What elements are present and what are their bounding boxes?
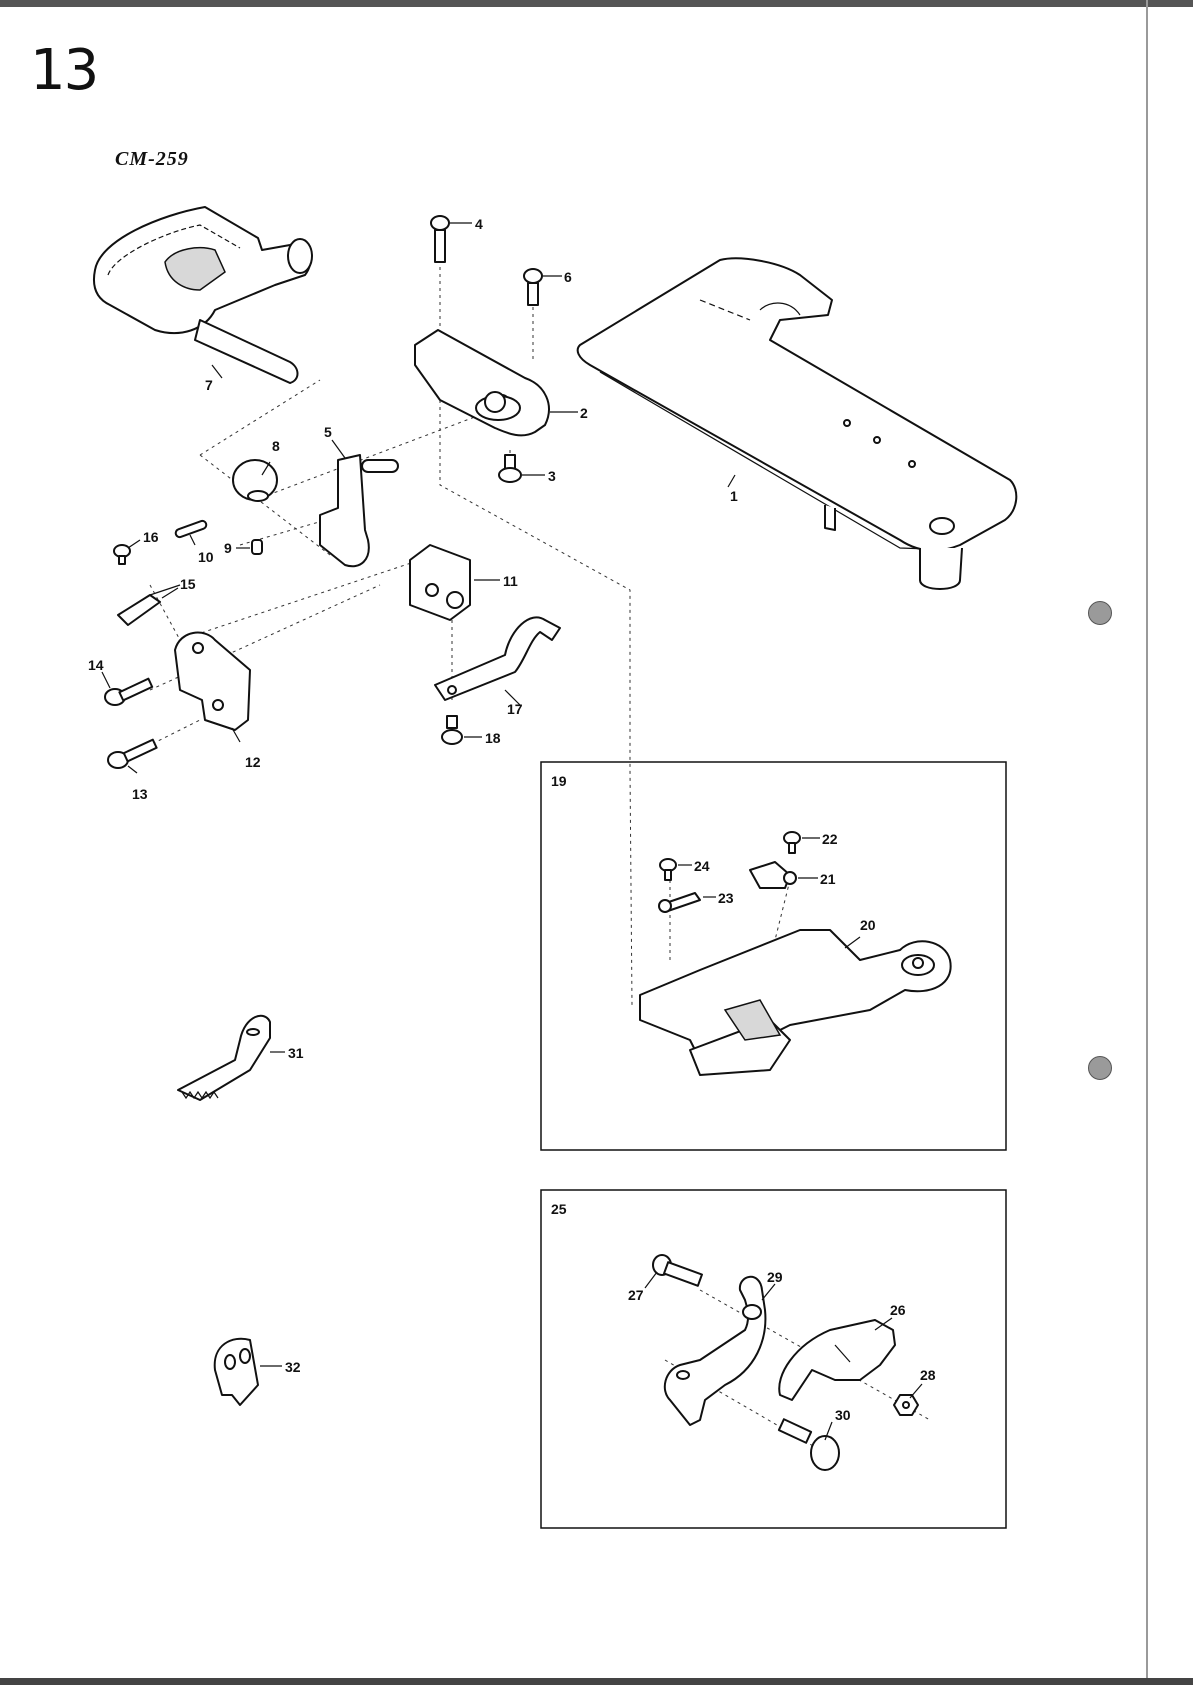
part-27-stud xyxy=(653,1255,702,1286)
callout-25: 25 xyxy=(551,1201,567,1217)
part-21-clip xyxy=(750,862,796,888)
callout-27: 27 xyxy=(628,1287,644,1303)
part-24-screw xyxy=(660,859,676,880)
part-12-plate xyxy=(175,633,250,730)
part-1-base-plate xyxy=(578,258,1017,589)
callout-15: 15 xyxy=(180,576,196,592)
part-2-arm xyxy=(415,330,549,435)
callout-29: 29 xyxy=(767,1269,783,1285)
callout-31: 31 xyxy=(288,1045,304,1061)
callout-17: 17 xyxy=(507,701,523,717)
part-32-plate xyxy=(215,1339,258,1405)
callout-32: 32 xyxy=(285,1359,301,1375)
callout-14: 14 xyxy=(88,657,104,673)
callout-18: 18 xyxy=(485,730,501,746)
callout-23: 23 xyxy=(718,890,734,906)
screw-4 xyxy=(431,216,449,262)
part-11-block xyxy=(410,545,470,620)
screw-13 xyxy=(108,740,157,768)
part-7-cover-assembly xyxy=(94,207,312,383)
callout-2: 2 xyxy=(580,405,588,421)
callout-9: 9 xyxy=(224,540,232,556)
callout-6: 6 xyxy=(564,269,572,285)
callout-5: 5 xyxy=(324,424,332,440)
callout-22: 22 xyxy=(822,831,838,847)
callout-26: 26 xyxy=(890,1302,906,1318)
screw-3 xyxy=(499,455,521,482)
callout-8: 8 xyxy=(272,438,280,454)
callout-16: 16 xyxy=(143,529,159,545)
part-10-pin xyxy=(175,520,208,538)
callout-11: 11 xyxy=(503,573,518,589)
part-5-bracket xyxy=(320,455,398,566)
callout-10: 10 xyxy=(198,549,214,565)
part-26-bracket xyxy=(779,1320,895,1400)
screw-14 xyxy=(105,679,152,705)
part-31-feed-dog xyxy=(178,1016,270,1100)
callout-3: 3 xyxy=(548,468,556,484)
callout-24: 24 xyxy=(694,858,710,874)
part-28-nut xyxy=(894,1395,918,1415)
callout-21: 21 xyxy=(820,871,836,887)
callout-20: 20 xyxy=(860,917,876,933)
part-22-screw xyxy=(784,832,800,853)
part-17-bracket xyxy=(435,617,560,700)
callout-4: 4 xyxy=(475,216,483,232)
part-18-screw xyxy=(442,716,462,744)
callout-7: 7 xyxy=(205,377,213,393)
callout-30: 30 xyxy=(835,1407,851,1423)
callout-1: 1 xyxy=(730,488,738,504)
part-23-clip xyxy=(659,893,700,912)
callout-12: 12 xyxy=(245,754,261,770)
callout-28: 28 xyxy=(920,1367,936,1383)
part-20-assembly xyxy=(640,930,951,1075)
part-29-link xyxy=(665,1277,766,1425)
callout-19: 19 xyxy=(551,773,567,789)
screw-6 xyxy=(524,269,542,305)
inset-box-25 xyxy=(541,1190,1006,1528)
part-15-spring xyxy=(118,585,180,625)
callout-13: 13 xyxy=(132,786,148,802)
part-16-screw xyxy=(114,545,130,564)
part-9-setscrew xyxy=(252,540,262,554)
part-8-collar xyxy=(233,460,277,501)
